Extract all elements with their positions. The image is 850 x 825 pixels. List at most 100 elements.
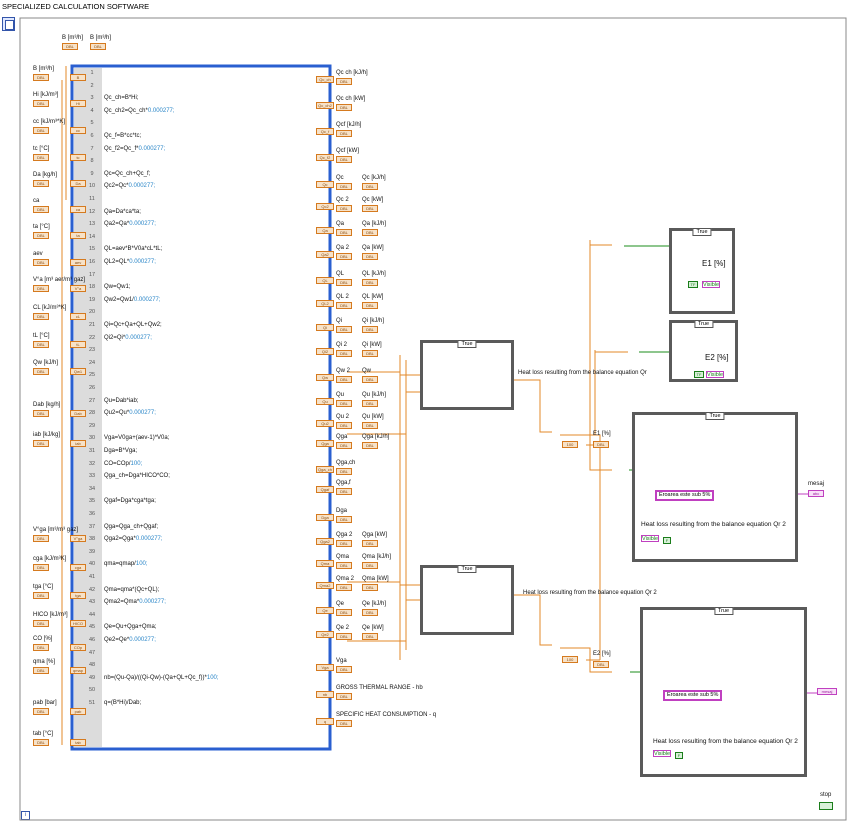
formula-line[interactable]: Qma2=Qma*0.000277;	[104, 599, 166, 606]
output-indicator[interactable]: DBL	[336, 422, 352, 429]
formula-input-node[interactable]: pab	[70, 708, 86, 715]
case-selector[interactable]: True	[713, 607, 734, 615]
output-indicator-secondary[interactable]: DBL	[362, 562, 378, 569]
case-structure-message-2[interactable]: True Eroarea este sub 5% Heat loss resul…	[640, 607, 807, 777]
output-indicator-secondary[interactable]: DBL	[362, 422, 378, 429]
formula-output-node[interactable]: Qc_f2	[316, 154, 334, 161]
mesaj-terminal-1[interactable]: abc	[808, 490, 824, 497]
output-indicator[interactable]: DBL	[336, 516, 352, 523]
output-indicator[interactable]: DBL	[336, 488, 352, 495]
case-selector[interactable]: True	[457, 340, 477, 348]
output-indicator[interactable]: DBL	[336, 130, 352, 137]
output-indicator[interactable]: DBL	[336, 156, 352, 163]
output-indicator[interactable]: DBL	[336, 205, 352, 212]
input-terminal[interactable]: DBL	[33, 667, 49, 674]
formula-input-node[interactable]: V°ga	[70, 535, 86, 542]
output-indicator[interactable]: DBL	[336, 279, 352, 286]
formula-line[interactable]: Qga_ch=Dga*HICO*CO;	[104, 473, 170, 480]
output-indicator-secondary[interactable]: DBL	[362, 609, 378, 616]
output-indicator[interactable]: DBL	[336, 104, 352, 111]
formula-input-node[interactable]: ca	[70, 206, 86, 213]
formula-input-node[interactable]: tab	[70, 739, 86, 746]
formula-output-node[interactable]: Qc_ch2	[316, 102, 334, 109]
message-visible-1[interactable]: Visible	[641, 535, 659, 542]
mesaj-terminal-2[interactable]: mesaj	[817, 688, 837, 695]
formula-output-node[interactable]: QL	[316, 277, 334, 284]
input-terminal[interactable]: DBL	[33, 206, 49, 213]
formula-input-node[interactable]: qmap	[70, 667, 86, 674]
formula-line[interactable]: Qc_f2=Qc_f*0.000277;	[104, 146, 165, 153]
message-bool-1[interactable]: F	[663, 537, 671, 544]
output-indicator-secondary[interactable]: DBL	[362, 326, 378, 333]
formula-input-node[interactable]: Dab	[70, 410, 86, 417]
formula-line[interactable]: QL2=QL*0.000277;	[104, 259, 156, 266]
output-indicator-secondary[interactable]: DBL	[362, 442, 378, 449]
formula-input-node[interactable]: cga	[70, 564, 86, 571]
case-selector[interactable]: True	[692, 228, 712, 236]
output-indicator[interactable]: DBL	[336, 666, 352, 673]
formula-input-node[interactable]: B	[70, 74, 86, 81]
output-indicator-secondary[interactable]: DBL	[362, 205, 378, 212]
input-terminal[interactable]: DBL	[33, 127, 49, 134]
message-visible-2[interactable]: Visible	[653, 750, 671, 757]
formula-output-node[interactable]: Qc_f	[316, 128, 334, 135]
formula-output-node[interactable]: Qu	[316, 398, 334, 405]
formula-line[interactable]: CO=COp/100;	[104, 461, 142, 468]
output-indicator[interactable]: DBL	[336, 376, 352, 383]
input-terminal[interactable]: DBL	[33, 440, 49, 447]
input-terminal[interactable]: DBL	[33, 535, 49, 542]
input-terminal[interactable]: DBL	[33, 592, 49, 599]
e1-terminal[interactable]: DBL	[593, 441, 609, 448]
output-indicator[interactable]: DBL	[336, 562, 352, 569]
input-terminal[interactable]: DBL	[33, 368, 49, 375]
formula-output-node[interactable]: Qc_ch	[316, 76, 334, 83]
formula-output-node[interactable]: Qi	[316, 324, 334, 331]
case-structure-2[interactable]: True	[420, 565, 514, 635]
output-indicator-secondary[interactable]: DBL	[362, 584, 378, 591]
formula-line[interactable]: Qga2=Qga*0.000277;	[104, 536, 163, 543]
case-structure-message-1[interactable]: True Eroarea este sub 5% Heat loss resul…	[632, 412, 798, 562]
formula-output-node[interactable]: Qw	[316, 374, 334, 381]
output-indicator-secondary[interactable]: DBL	[362, 400, 378, 407]
formula-input-node[interactable]: ta	[70, 232, 86, 239]
formula-line[interactable]: Qc_ch2=Qc_ch*0.000277;	[104, 108, 175, 115]
formula-input-node[interactable]: tc	[70, 154, 86, 161]
input-terminal[interactable]: DBL	[33, 74, 49, 81]
formula-input-node[interactable]: iab	[70, 440, 86, 447]
output-indicator-secondary[interactable]: DBL	[362, 279, 378, 286]
formula-output-node[interactable]: Qe2	[316, 631, 334, 638]
formula-line[interactable]: Qi2=Qi*0.000277;	[104, 335, 152, 342]
input-terminal[interactable]: DBL	[33, 180, 49, 187]
formula-line[interactable]: Qi=Qc+Qa+QL+Qw2;	[104, 322, 162, 329]
e2-visible-property[interactable]: Visible	[706, 371, 724, 378]
input-terminal[interactable]: DBL	[33, 739, 49, 746]
formula-output-node[interactable]: Qc2	[316, 203, 334, 210]
case-structure-1[interactable]: True	[420, 340, 514, 410]
input-terminal[interactable]: DBL	[33, 341, 49, 348]
stop-button[interactable]	[819, 802, 833, 810]
top-input-terminal-1[interactable]: DBL	[62, 43, 78, 50]
input-terminal[interactable]: DBL	[33, 100, 49, 107]
output-indicator[interactable]: DBL	[336, 584, 352, 591]
message-constant-1[interactable]: Eroarea este sub 5%	[655, 490, 715, 501]
output-indicator[interactable]: DBL	[336, 78, 352, 85]
case-selector[interactable]: True	[705, 412, 725, 420]
formula-output-node[interactable]: Qgaf	[316, 486, 334, 493]
output-indicator[interactable]: DBL	[336, 609, 352, 616]
output-indicator[interactable]: DBL	[336, 468, 352, 475]
formula-input-node[interactable]: tL	[70, 341, 86, 348]
formula-line[interactable]: Vga=V0ga+(aev-1)*V0a;	[104, 435, 169, 442]
formula-line[interactable]: Qgaf=Dga*cga*tga;	[104, 498, 156, 505]
output-indicator[interactable]: DBL	[336, 400, 352, 407]
formula-output-node[interactable]: Qga	[316, 440, 334, 447]
formula-line[interactable]: Qu=Dab*iab;	[104, 398, 139, 405]
const-100-2[interactable]: 100	[562, 656, 578, 663]
message-bool-2[interactable]: F	[675, 752, 683, 759]
formula-output-node[interactable]: nb	[316, 691, 334, 698]
output-indicator[interactable]: DBL	[336, 229, 352, 236]
input-terminal[interactable]: DBL	[33, 708, 49, 715]
formula-line[interactable]: Qga=Qga_ch+Qgaf;	[104, 524, 158, 531]
output-indicator[interactable]: DBL	[336, 720, 352, 727]
output-indicator[interactable]: DBL	[336, 326, 352, 333]
formula-line[interactable]: Qw=Qw1;	[104, 284, 131, 291]
